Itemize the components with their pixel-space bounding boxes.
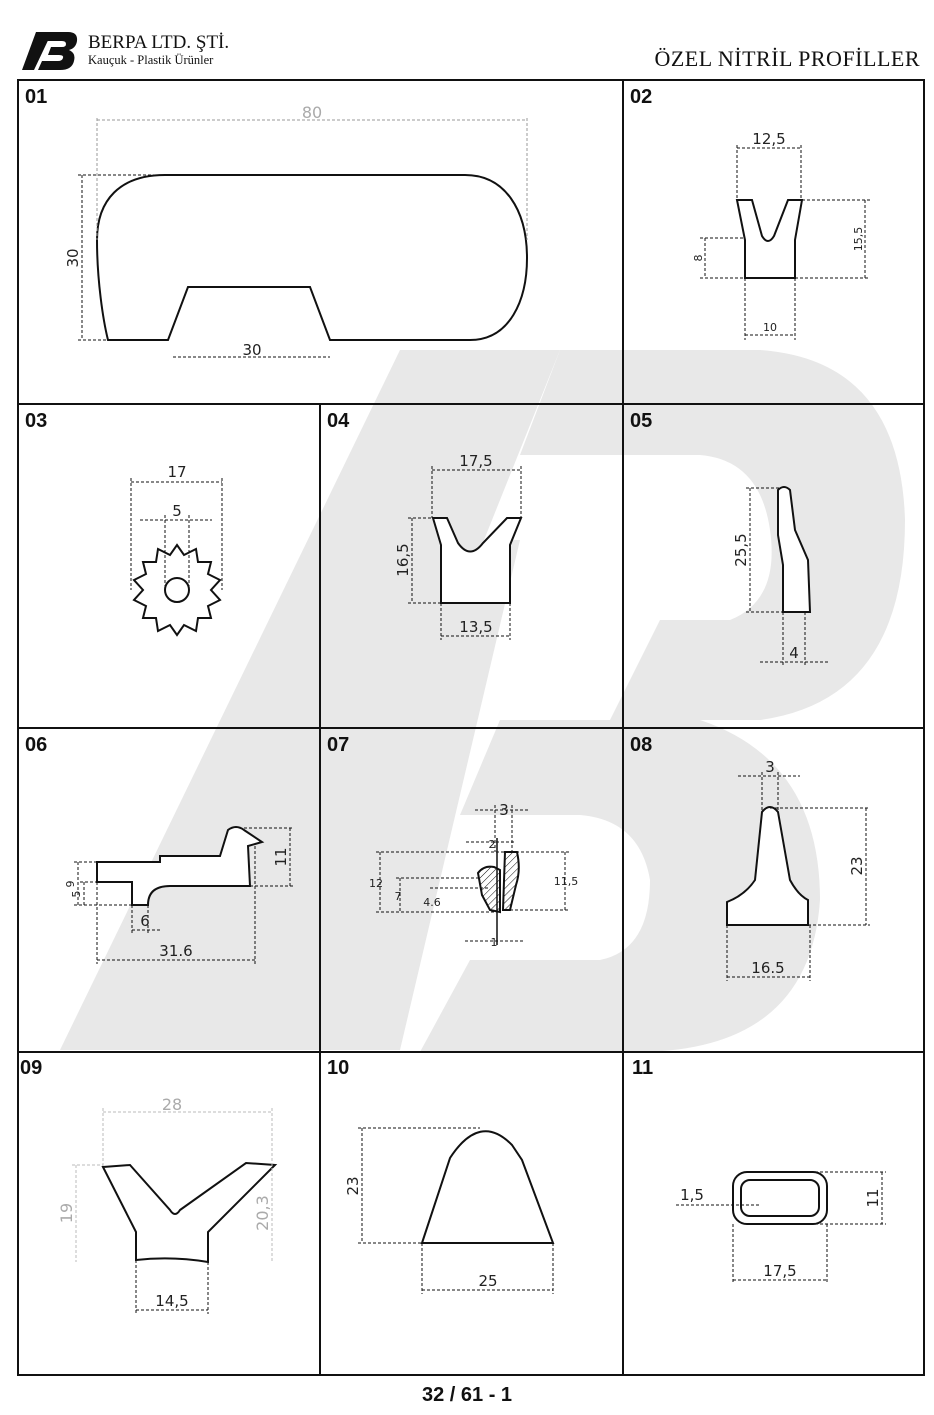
page-title: ÖZEL NİTRİL PROFİLLER [654,46,920,71]
item-number-02: 02 [630,86,653,108]
dim-08-base: 16.5 [751,959,784,977]
dim-07-d: 7 [395,890,402,903]
dim-02-height: 15,5 [852,227,865,252]
dim-01-height: 30 [64,248,82,267]
dim-07-f: 11,5 [554,875,579,888]
dim-09-height: 19 [57,1203,76,1223]
item-number-03: 03 [25,410,48,432]
dim-07-c: 12 [369,877,383,890]
dim-04-base: 13,5 [459,618,492,636]
dim-07-b: 2 [489,838,496,851]
dim-05-height: 25,5 [732,533,750,566]
dim-11-width: 17,5 [763,1262,796,1280]
dim-10-base: 25 [478,1272,497,1290]
profile-02-shape [735,199,804,279]
dimension-labels: 80 30 30 12,5 15,5 8 10 17 5 17,5 16,5 1… [57,103,882,1310]
dim-04-top: 17,5 [459,452,492,470]
profile-08-shape [726,806,809,926]
item-number-07: 07 [327,734,350,756]
dim-04-height: 16,5 [394,543,412,576]
dim-02-top: 12,5 [752,130,785,148]
item-number-08: 08 [630,734,653,756]
item-number-06: 06 [25,734,48,756]
company-brand: BERPA LTD. ŞTİ. Kauçuk - Plastik Ürünler [22,28,229,72]
dim-11-height: 11 [864,1188,882,1207]
dim-09-top: 28 [162,1095,182,1114]
dim-10-height: 23 [344,1176,362,1195]
dim-06-c: 6 [140,912,150,930]
dim-02-groove: 8 [692,255,705,262]
dim-06-b: 5 [70,891,83,898]
item-number-10: 10 [327,1057,350,1079]
company-subtitle: Kauçuk - Plastik Ürünler [88,52,214,67]
dim-06-height: 11 [272,847,290,866]
dim-01-width: 80 [302,103,322,122]
dim-08-height: 23 [848,856,866,875]
dim-05-width: 4 [789,644,799,662]
dim-06-length: 31.6 [159,942,192,960]
dim-03-diameter: 17 [167,463,186,481]
berpa-logo-icon [22,32,78,70]
profile-09-shape [101,1161,278,1264]
dim-02-base: 10 [763,321,777,334]
dim-01-base: 30 [242,341,261,359]
profile-07-shape [476,865,501,914]
dim-09-base: 14,5 [155,1292,188,1310]
dim-11-wall: 1,5 [680,1186,704,1204]
dim-07-e: 4.6 [423,896,441,909]
item-number-11: 11 [632,1057,654,1079]
dim-08-top: 3 [765,758,775,776]
grid-frame [17,79,925,1376]
item-number-09: 09 [20,1057,43,1079]
dimension-lines [72,118,886,1314]
page-number: 32 / 61 - 1 [421,1384,513,1406]
profile-06-shape [96,826,265,906]
item-number-05: 05 [630,410,653,432]
dim-07-a: 3 [499,801,509,819]
dim-09-height2: 20,3 [253,1195,272,1231]
company-name: BERPA LTD. ŞTİ. [88,31,230,53]
profile-05-shape [777,486,812,613]
item-number-01: 01 [25,86,48,108]
profile-01-shape [95,174,529,341]
profile-10-shape [420,1130,555,1244]
dim-03-hole: 5 [172,502,182,520]
dim-06-a: 9 [64,881,77,888]
item-number-04: 04 [327,410,350,432]
profile-04-shape [431,517,523,604]
dim-07-g: 1 [491,936,498,949]
